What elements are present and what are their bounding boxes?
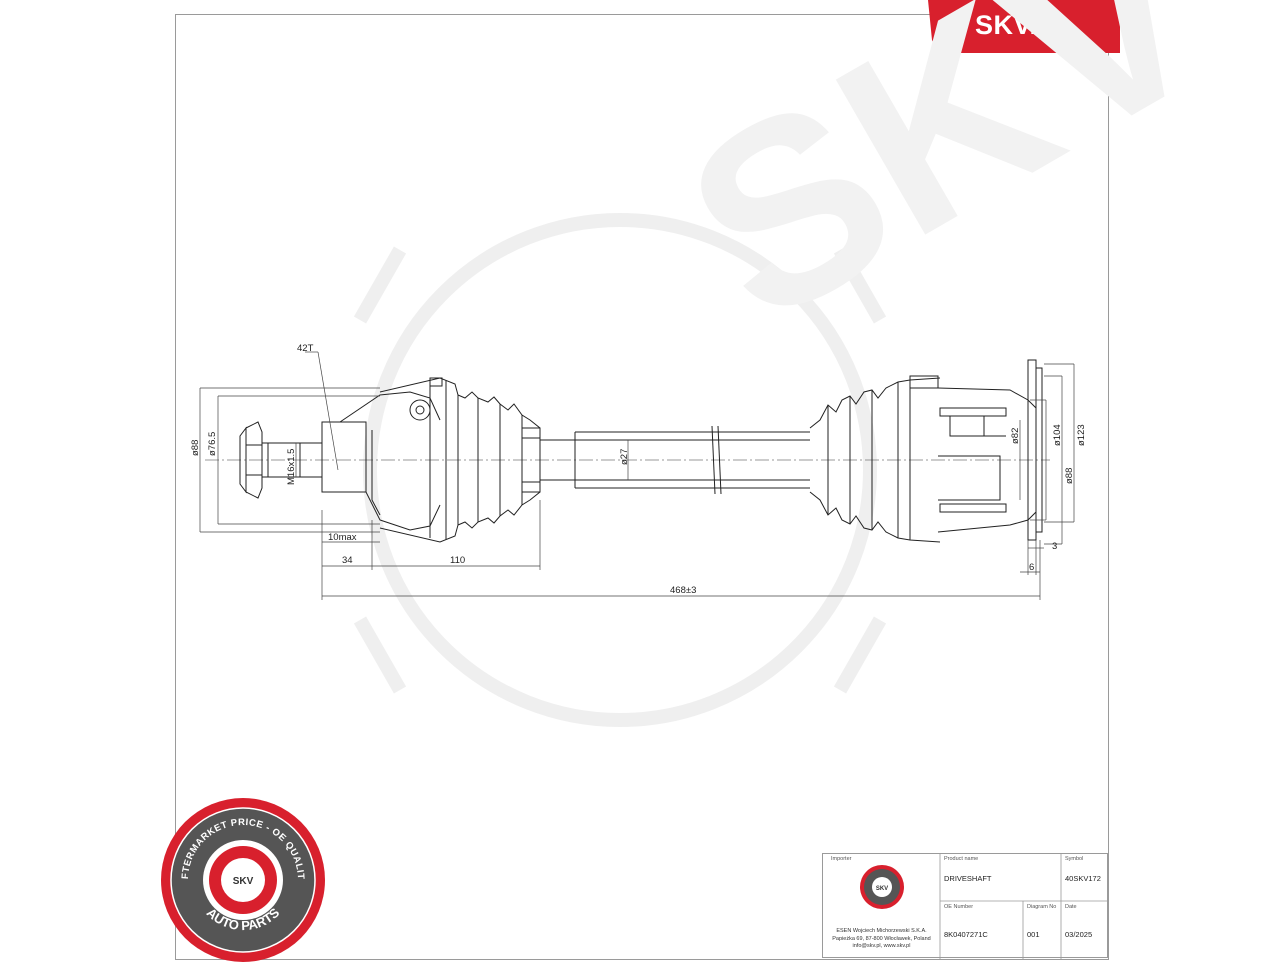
dim-d82: ø82 [1010, 428, 1021, 444]
dim-thread: M16x1.5 [286, 449, 297, 485]
brand-tab: SKV.PL [928, 0, 1120, 53]
oe-number-value: 8K0407271C [944, 930, 988, 939]
importer-logo: SKV [860, 865, 904, 909]
oe-number-label: OE Number [944, 904, 974, 910]
date-label: Date [1065, 904, 1077, 910]
driveshaft-outline [239, 359, 1043, 543]
diagram-no-label: Diagram No [1027, 904, 1057, 910]
dim-d765: ø76.5 [207, 432, 218, 456]
symbol-label: Symbol [1065, 856, 1084, 862]
product-name-value: DRIVESHAFT [944, 874, 992, 883]
importer-street: Papieżka 69, 87-800 Włocławek, Poland [832, 935, 931, 942]
seal-logo: SKV [233, 876, 254, 887]
brand-tab-shape [928, 0, 1120, 53]
dim-10max: 10max [328, 532, 357, 543]
dim-teeth: 42T [297, 343, 314, 354]
dim-d88-right: ø88 [1064, 468, 1075, 484]
importer-address: ESEN Wojciech Michorzewski S.K.A. Papież… [823, 928, 940, 951]
diagram-no-value: 001 [1027, 930, 1040, 939]
dim-d88-left: ø88 [190, 440, 201, 456]
dim-3: 3 [1052, 541, 1057, 552]
dim-d123: ø123 [1076, 424, 1087, 446]
dim-total: 468±3 [670, 585, 696, 596]
watermark: SKV [353, 0, 1252, 727]
date-value: 03/2025 [1065, 930, 1093, 939]
dim-d104: ø104 [1052, 424, 1063, 446]
dim-d27: ø27 [619, 449, 630, 465]
dim-34: 34 [342, 555, 353, 566]
dimension-lines [199, 351, 1075, 600]
importer-name: ESEN Wojciech Michorzewski S.K.A. [836, 928, 927, 934]
product-name-label: Product name [944, 856, 979, 862]
importer-logo-text: SKV [876, 886, 888, 892]
svg-text:SKV: SKV [643, 0, 1252, 378]
auto-parts-seal: AFTERMARKET PRICE - OE QUALITY AUTO PART… [158, 795, 325, 962]
importer-label: Importer [831, 856, 852, 862]
title-block: Importer SKV ESEN Wojciech Michorzewski … [822, 853, 1109, 959]
importer-contact: info@skv.pl, www.skv.pl [852, 943, 911, 949]
symbol-value: 40SKV172 [1065, 874, 1101, 883]
title-block-grid [939, 854, 1109, 959]
dim-6: 6 [1029, 562, 1034, 573]
dim-110: 110 [450, 555, 465, 566]
brand-logo-text: SKV.PL [974, 10, 1074, 40]
